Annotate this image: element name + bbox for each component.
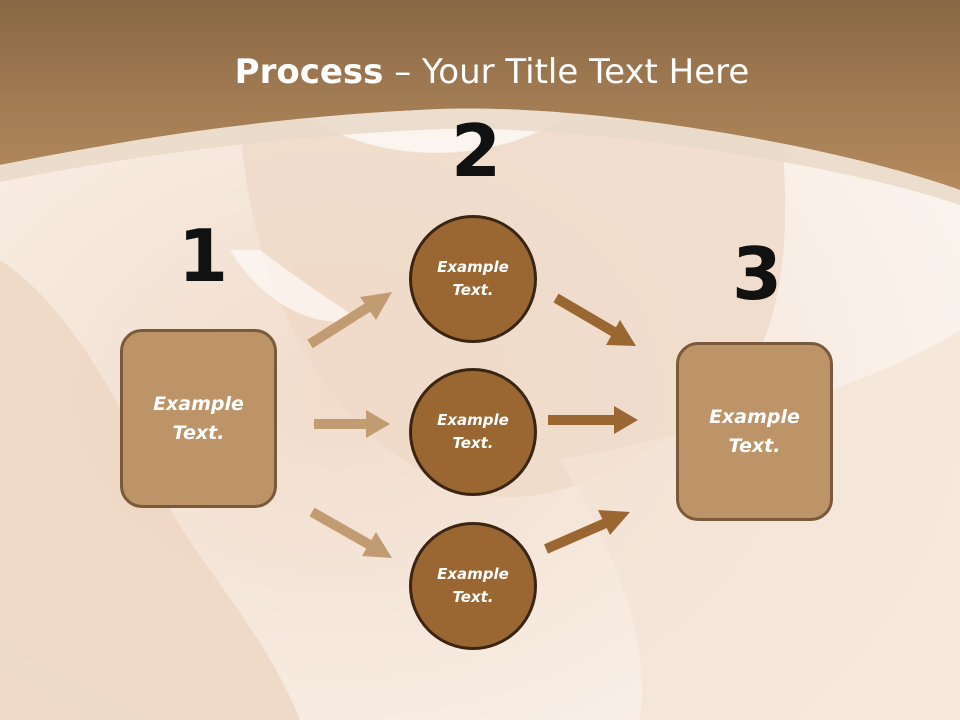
circle-bottom: Example Text. xyxy=(409,522,537,650)
arrow-left-to-top xyxy=(307,292,392,349)
arrow-top-to-right xyxy=(553,293,636,346)
circle-bottom-text: Example Text. xyxy=(437,565,509,606)
title-rest: Your Title Text Here xyxy=(422,52,750,92)
left-box-text: Example Text. xyxy=(153,392,244,444)
arrow-left-to-bottom xyxy=(309,507,392,558)
circle-top-text: Example Text. xyxy=(437,258,509,299)
right-box-text: Example Text. xyxy=(709,405,800,457)
arrow-middle-to-right xyxy=(548,406,638,434)
circle-middle: Example Text. xyxy=(409,368,537,496)
slide-title: Process – Your Title Text Here xyxy=(0,52,960,92)
title-dash: – xyxy=(383,52,423,92)
step-number-3: 3 xyxy=(732,232,783,316)
step-number-2: 2 xyxy=(451,109,502,193)
circle-middle-text: Example Text. xyxy=(437,411,509,452)
arrow-left-to-middle xyxy=(314,410,390,438)
circle-top: Example Text. xyxy=(409,215,537,343)
right-box: Example Text. xyxy=(676,342,833,521)
left-box: Example Text. xyxy=(120,329,277,508)
step-number-1: 1 xyxy=(178,214,229,298)
arrow-bottom-to-right xyxy=(544,510,630,554)
title-bold: Process xyxy=(234,52,384,92)
